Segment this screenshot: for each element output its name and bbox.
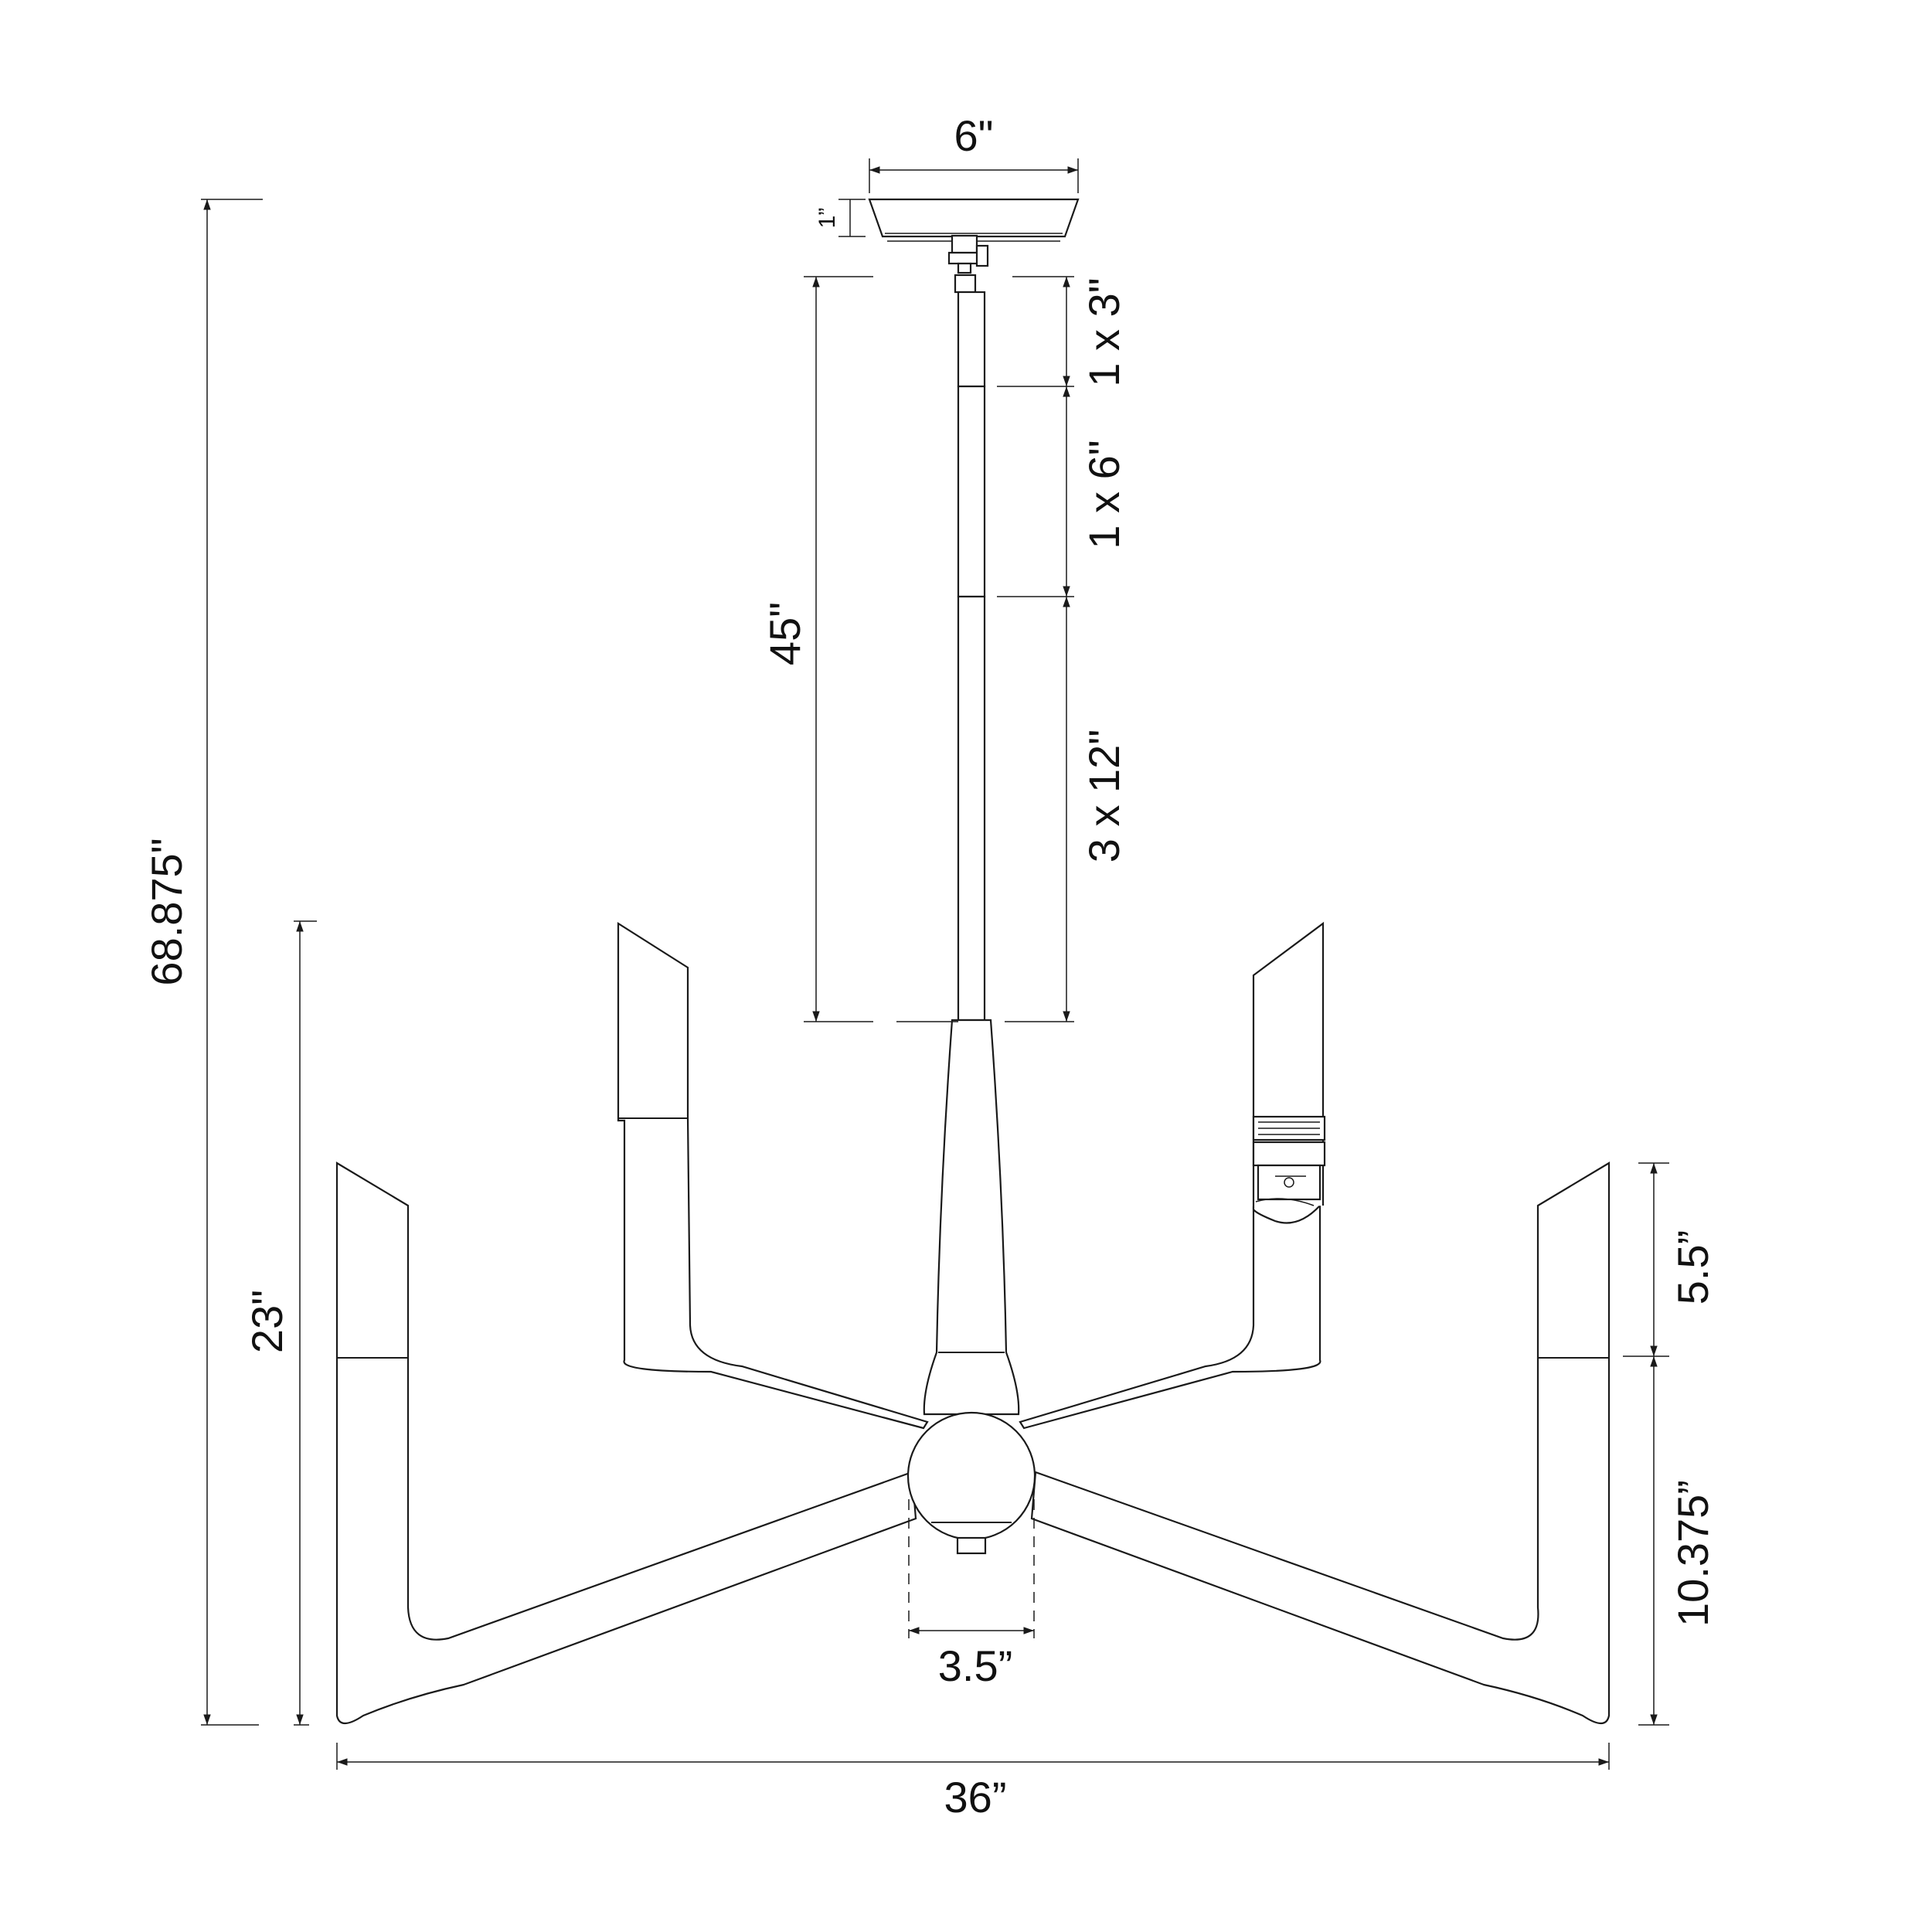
arm-back-right [1019, 1203, 1321, 1430]
arms [335, 921, 1611, 1725]
arm-back-left [617, 922, 929, 1430]
label-body-height: 23" [243, 1290, 291, 1353]
label-arm-height: 10.375” [1668, 1480, 1717, 1627]
label-rod-total: 45" [760, 602, 809, 665]
label-rod-2: 1 x 6" [1080, 440, 1128, 549]
socket-detail [1252, 1115, 1326, 1206]
label-overall-height: 68.875" [142, 838, 191, 985]
arm-front-left [335, 1162, 917, 1725]
center-body [906, 1019, 1036, 1555]
center-ball [906, 1411, 1036, 1541]
dimension-lines [201, 158, 1669, 1770]
label-canopy-width: 6" [954, 111, 993, 160]
label-rod-1: 1 x 3" [1080, 277, 1128, 386]
label-overall-width: 36” [944, 1773, 1007, 1821]
dimension-labels: 6" 1” 1 x 3" 1 x 6" 3 x 12" 45" 68.875" … [142, 111, 1717, 1821]
arm-front-right [1030, 1162, 1611, 1725]
label-center-width: 3.5” [938, 1641, 1013, 1690]
stem-rods [957, 291, 986, 1022]
label-rod-3: 3 x 12" [1080, 730, 1128, 862]
label-cup-height: 5.5” [1668, 1230, 1717, 1305]
canopy [868, 198, 1080, 294]
label-canopy-height: 1” [815, 208, 840, 229]
